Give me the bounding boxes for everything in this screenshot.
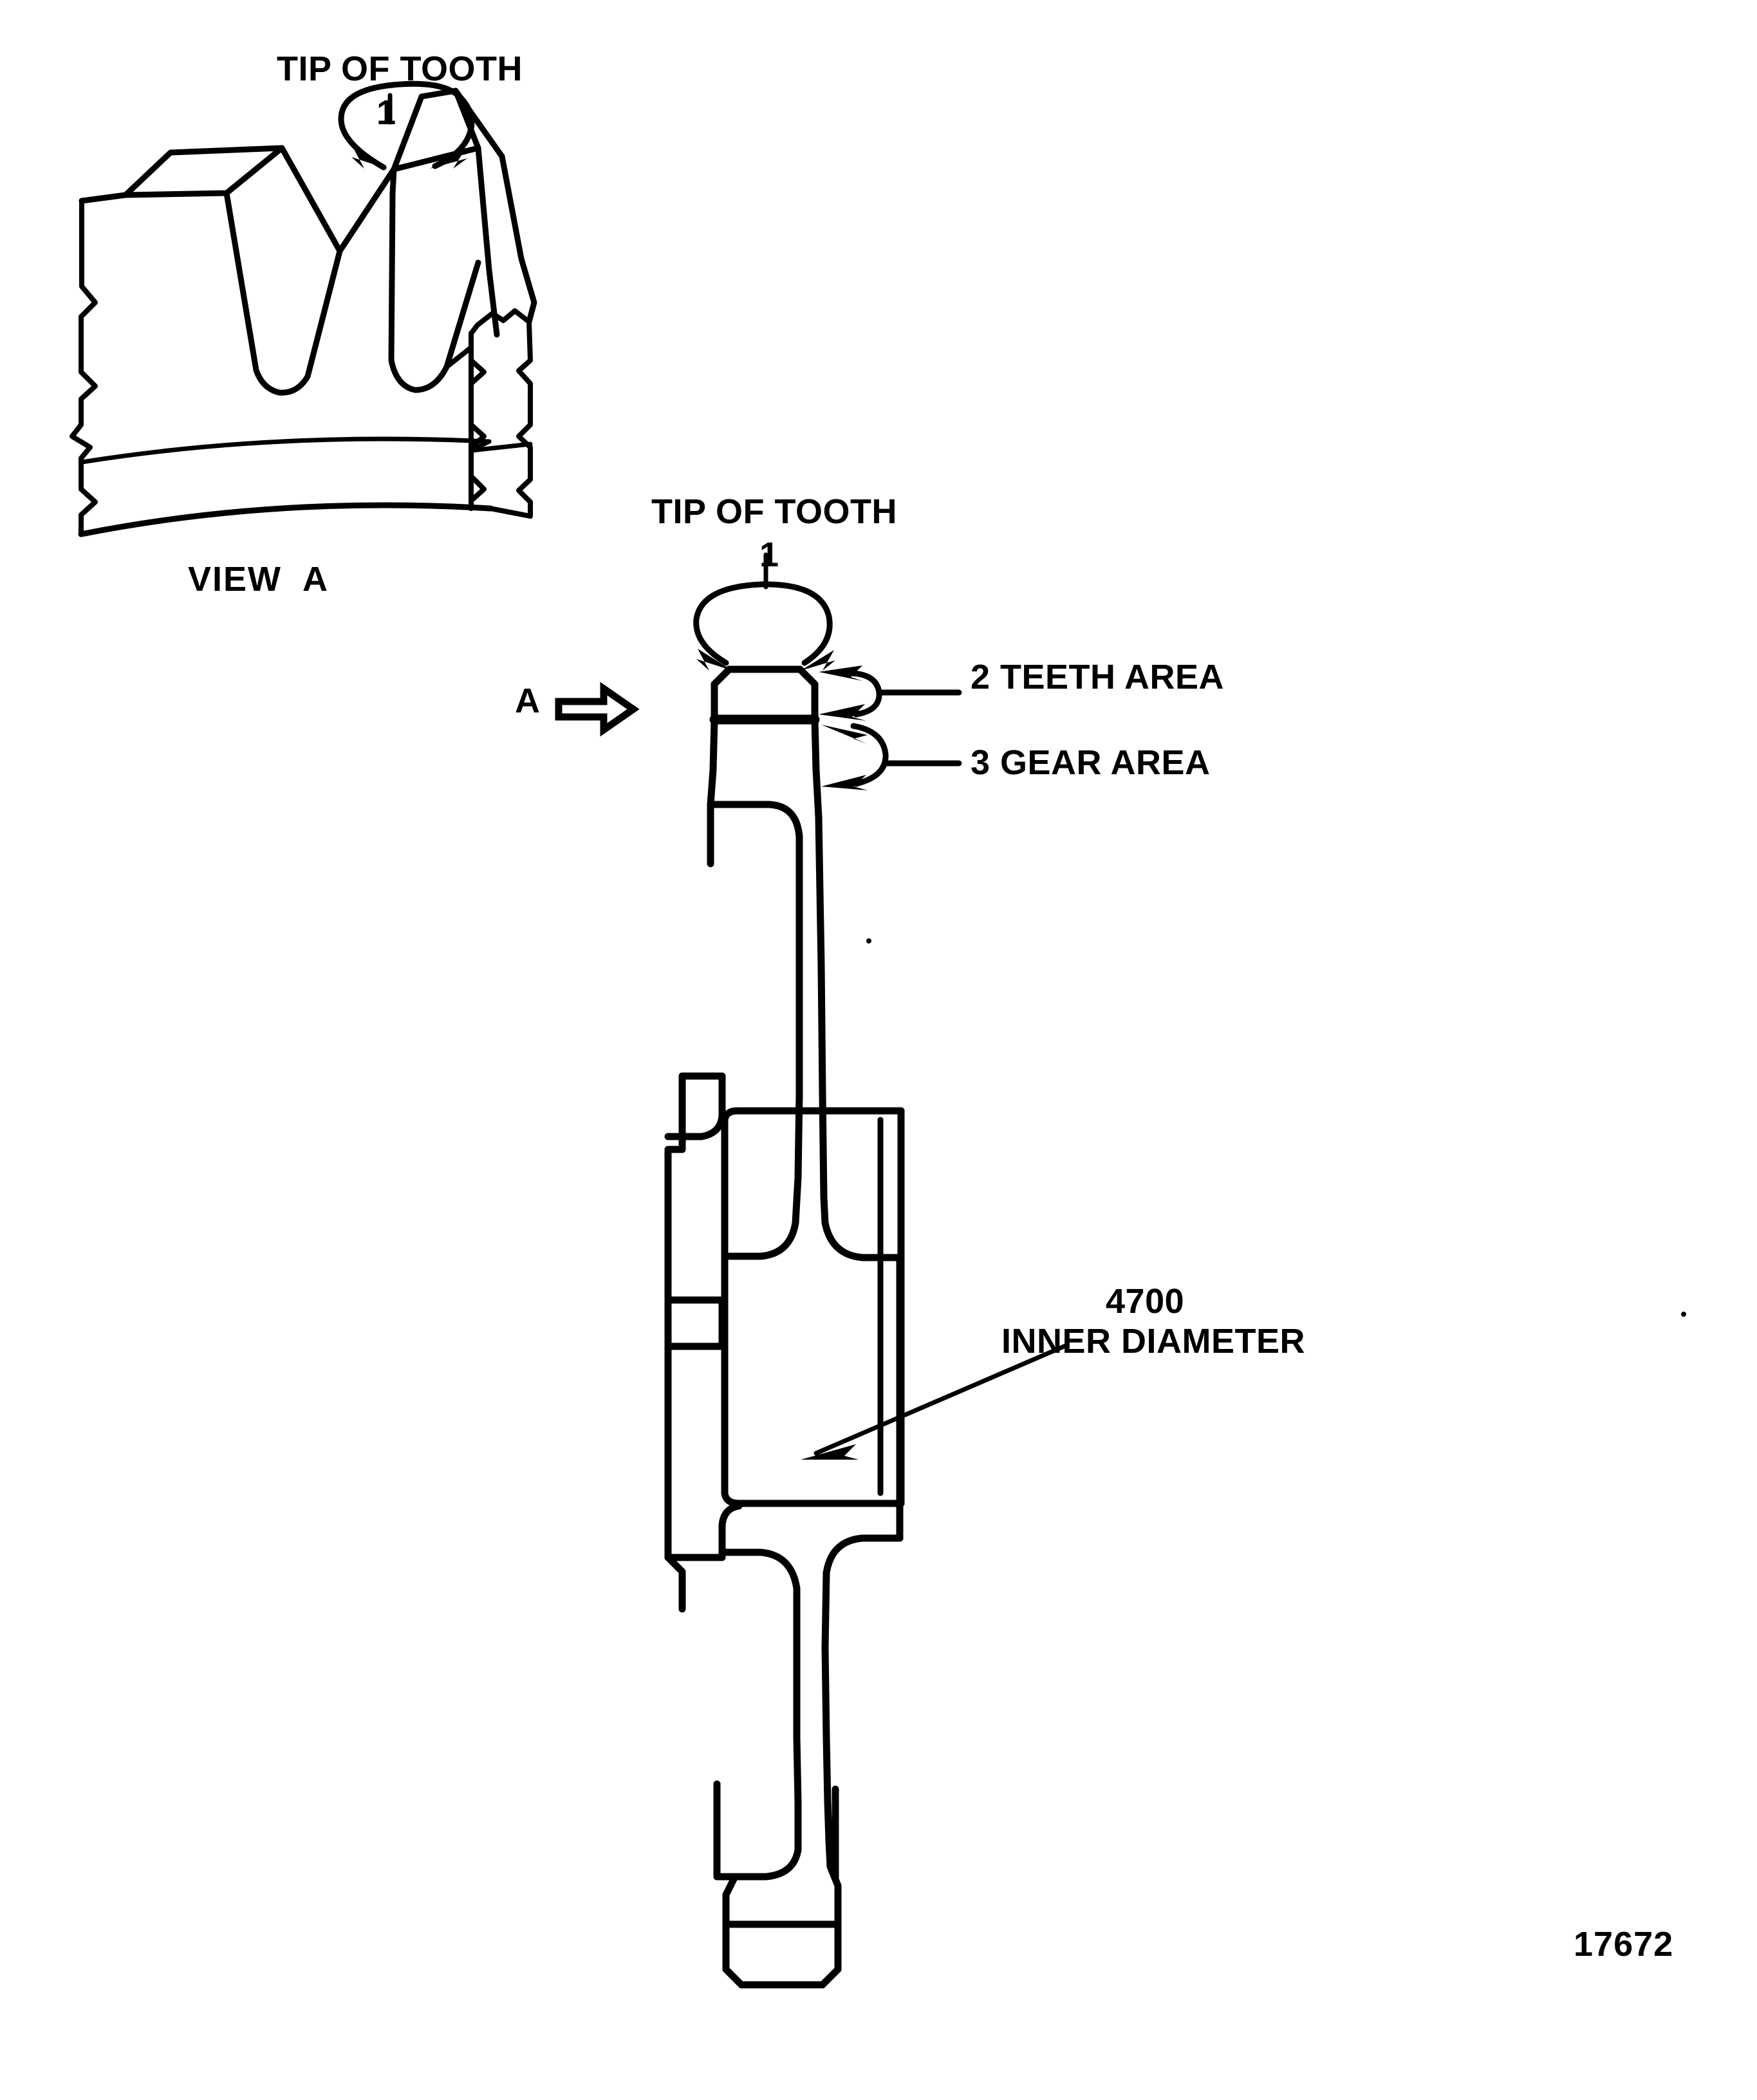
section-bottom-stub-left-fillet	[731, 1846, 802, 1881]
callout-gear-area: 3 GEAR AREA	[971, 743, 1211, 782]
section-hub-left-flange-outer	[664, 1072, 686, 1530]
artifact-dot-right	[1681, 1312, 1686, 1317]
teeth-area-leader	[845, 670, 962, 718]
section-hub-bottom-notch	[664, 1521, 726, 1561]
view-a-valley-to-second-tooth	[337, 166, 397, 254]
view-a-ellipse-arrowheads	[351, 147, 467, 169]
section-arrowhead-left	[696, 649, 732, 671]
view-direction-arrow	[555, 682, 640, 737]
section-web-to-hub-left-fillet	[723, 1219, 799, 1260]
inner-diameter-leader-line	[813, 1343, 1070, 1456]
section-bore-top-edge	[721, 1107, 905, 1124]
section-lower-web-right-wall	[821, 1644, 833, 1844]
view-direction-arrow-outline	[555, 682, 640, 737]
inner-diameter-leader	[813, 1343, 1070, 1456]
view-a-left-tooth-front-flank	[223, 190, 343, 396]
view-a-top-left-corner	[79, 192, 129, 204]
section-bottom-stub-left-edge	[713, 1780, 739, 1881]
section-gear-profile	[664, 665, 905, 1989]
section-arrowhead-right	[801, 650, 835, 671]
gear-area-arrowhead-lower	[821, 775, 868, 790]
view-a-arrowhead-left	[351, 147, 387, 169]
section-hub-left-flange-top	[678, 1072, 726, 1115]
view-direction-letter: A	[515, 682, 541, 720]
gear-area-leader	[850, 723, 962, 787]
view-a-caption: VIEW A	[188, 560, 330, 599]
section-web-left-wall	[792, 923, 803, 1227]
view-a-front-to-right-face-link	[469, 439, 492, 453]
view-a-rim-upper-band	[79, 436, 492, 465]
section-gear-block-right	[811, 716, 823, 821]
view-a-center-tooth-right-edge	[475, 145, 500, 338]
inner-diameter-part-number: 4700	[1106, 1282, 1185, 1321]
section-gear-block-left	[707, 716, 718, 808]
section-bore-bottom-edge	[721, 1489, 905, 1507]
gear-area-arrowheads	[821, 725, 868, 790]
section-hub-bottom-fillet	[718, 1502, 743, 1529]
inner-diameter-label: INNER DIAMETER	[1001, 1322, 1306, 1361]
gear-area-bracket-curve	[850, 723, 889, 787]
section-bottom-stub-cap-right	[819, 1920, 842, 1989]
section-web-to-hub-right-fillet	[821, 1219, 904, 1261]
view-a-right-side-face	[469, 308, 532, 511]
figure-number: 17672	[1574, 1925, 1674, 1964]
view-a-tip-emphasis-ellipse	[338, 80, 475, 171]
view-a-rim-band-right-face	[469, 441, 533, 453]
section-bottom-stub-outer-left	[722, 1873, 739, 1928]
section-hub-left-flange-step	[664, 1107, 726, 1140]
view-a-left-tooth-top-edge	[279, 145, 343, 254]
section-web-right-wall	[815, 813, 829, 1227]
section-tip-emphasis-ellipse	[693, 552, 833, 666]
section-lower-web-left-fillet	[721, 1548, 801, 1651]
callout-teeth-area: 2 TEETH AREA	[971, 658, 1225, 696]
view-a-rim-lower-edge	[78, 502, 494, 537]
section-ellipse-arc	[693, 581, 833, 666]
section-tip-of-tooth-label: TIP OF TOOTH	[651, 492, 898, 531]
view-a-tip-of-tooth-label: TIP OF TOOTH	[277, 50, 523, 88]
section-lower-web-left-wall	[793, 1644, 802, 1854]
view-a-arrowhead-right	[430, 148, 467, 169]
section-tooth-left-edge	[711, 665, 733, 723]
section-lower-web-right-fillet	[821, 1534, 904, 1651]
view-a-left-tooth-top-face	[122, 145, 285, 198]
view-a-tooth-shoulder-to-block	[444, 345, 474, 369]
view-a-tip-of-tooth-number: 1	[376, 93, 396, 132]
section-ellipse-arrowheads	[696, 649, 835, 671]
section-hub-bottom-shelf-left	[664, 1523, 686, 1613]
teeth-area-arrowhead-lower	[819, 704, 866, 721]
view-a-far-right-break-contour	[488, 319, 533, 519]
view-a-gear-tooth-block	[70, 88, 537, 537]
section-bottom-stub-outer-right	[826, 1863, 842, 1928]
section-tooth-right-edge	[796, 665, 819, 723]
view-a-left-break-edge	[70, 198, 98, 537]
artifact-dot-center	[866, 938, 871, 943]
teeth-area-arrowhead-upper	[819, 665, 862, 681]
section-bottom-stub-cap-left	[722, 1920, 745, 1989]
section-tip-of-tooth-number: 1	[759, 535, 779, 574]
scan-artifacts	[866, 938, 1686, 1317]
view-a-center-tooth-front-flank	[388, 166, 481, 393]
view-a-right-flank-to-break	[518, 256, 537, 325]
inner-diameter-arrowhead	[801, 1444, 859, 1460]
gear-area-arrowhead-upper	[821, 725, 868, 744]
teeth-area-arrowheads	[819, 665, 866, 721]
view-a-ellipse-arc	[338, 80, 475, 171]
section-left-web-fillet	[765, 801, 803, 931]
